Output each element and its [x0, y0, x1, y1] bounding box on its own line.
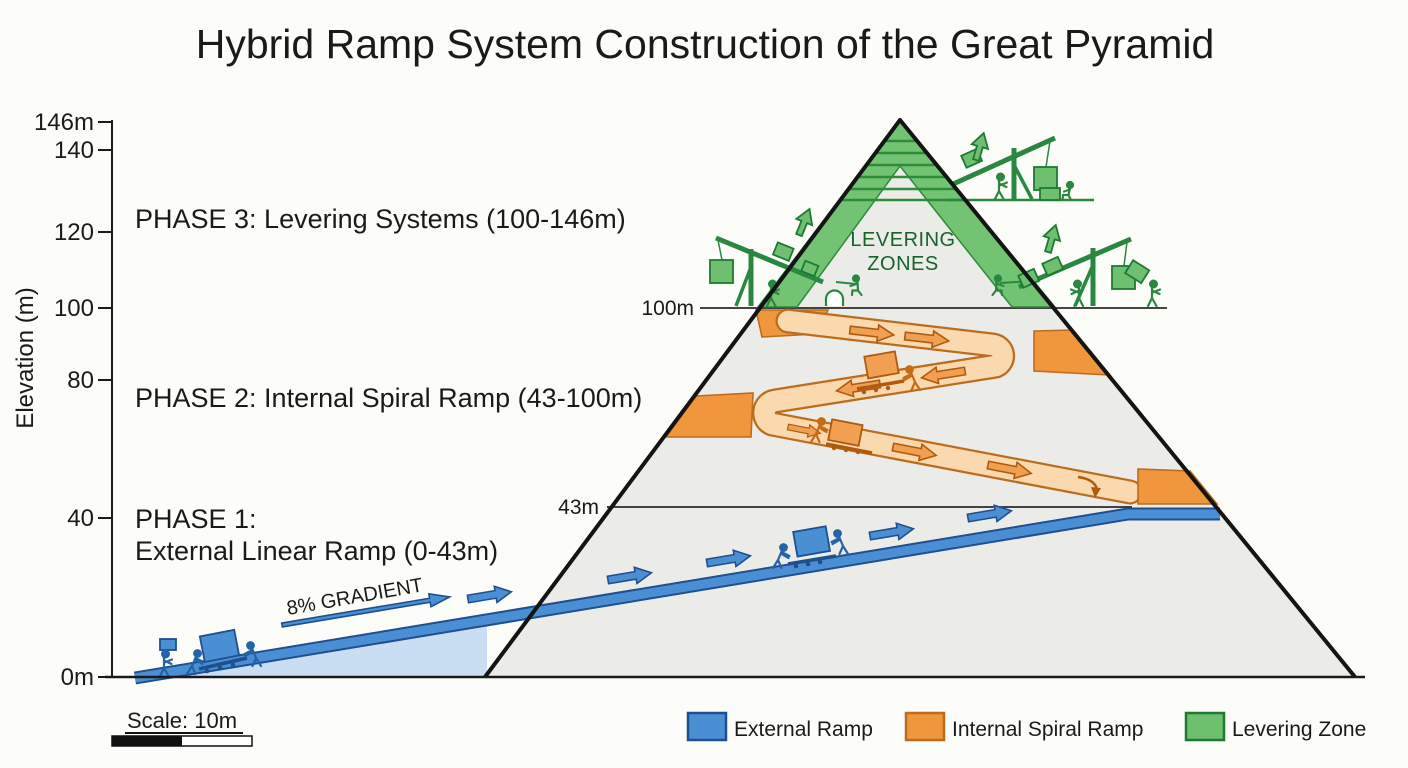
ramp-switchback-patch-right [1033, 329, 1112, 376]
legend-swatch-external-ramp [686, 711, 728, 742]
hauling-team-icon [856, 350, 922, 395]
scale-label: Scale: 10m [127, 708, 237, 733]
ramp-surface [134, 509, 1220, 683]
hauling-team-icon [771, 525, 850, 570]
axis-label: Elevation (m) [12, 287, 39, 428]
phase1-label-line2: External Linear Ramp (0-43m) [135, 536, 498, 566]
external-ramp: 8% GRADIENT [133, 501, 1220, 685]
internal-spiral-ramp [664, 308, 1219, 505]
pyramid-body [485, 120, 1355, 677]
turn-arrow-icon [1077, 475, 1099, 490]
levering-zones-label-line2: ZONES [867, 253, 938, 275]
course-lines [840, 139, 965, 202]
lever-machine-upper-right-icon [946, 129, 1094, 202]
marker-43m: 43m [558, 496, 599, 519]
lever-machine-left-icon [709, 204, 824, 308]
worker-icon [1061, 180, 1075, 202]
legend-label-external-ramp: External Ramp [734, 718, 873, 741]
levering-zones-label-line1: LEVERING [850, 229, 955, 251]
worker-icon [1146, 279, 1162, 308]
tunnel-arch-icon [824, 289, 845, 306]
turn-arrow-head-icon [1091, 487, 1101, 498]
worker-icon [993, 172, 1009, 201]
lift-arrow-icon [1038, 221, 1065, 256]
legend: External Ramp Internal Spiral Ramp Lever… [686, 711, 1366, 742]
scale-bar: Scale: 10m [111, 708, 253, 747]
tick-40: 40 [67, 505, 94, 532]
hauling-team-icon [158, 628, 263, 678]
page-title: Hybrid Ramp System Construction of the G… [196, 21, 1215, 67]
legend-label-internal-ramp: Internal Spiral Ramp [952, 718, 1143, 741]
tick-100: 100 [54, 295, 94, 322]
tick-80: 80 [67, 367, 94, 394]
legend-swatch-levering-zone [1184, 711, 1226, 742]
tick-146m: 146m [34, 109, 94, 136]
pyramid-outline [483, 118, 1357, 679]
level-lines: 100m 43m [558, 297, 1167, 519]
marker-100m: 100m [641, 297, 694, 320]
ramp-entry-patch-43m [1137, 468, 1219, 505]
tick-120: 120 [54, 219, 94, 246]
legend-swatch-internal-ramp [904, 711, 946, 742]
hauling-team-icon [809, 417, 873, 455]
lever-stick-icon [835, 281, 857, 285]
elevation-axis: 146m 140 120 100 80 40 0m Elevation (m) [12, 109, 113, 691]
gradient-arrow-icon [280, 592, 453, 628]
phase3-label: PHASE 3: Levering Systems (100-146m) [135, 204, 626, 234]
tick-0m: 0m [61, 664, 94, 691]
phase1-label-line1: PHASE 1: [135, 504, 257, 534]
phase2-label: PHASE 2: Internal Spiral Ramp (43-100m) [135, 383, 642, 413]
tick-140: 140 [54, 137, 94, 164]
ramp-arrow-icon [465, 582, 514, 608]
legend-label-levering-zone: Levering Zone [1232, 718, 1366, 741]
